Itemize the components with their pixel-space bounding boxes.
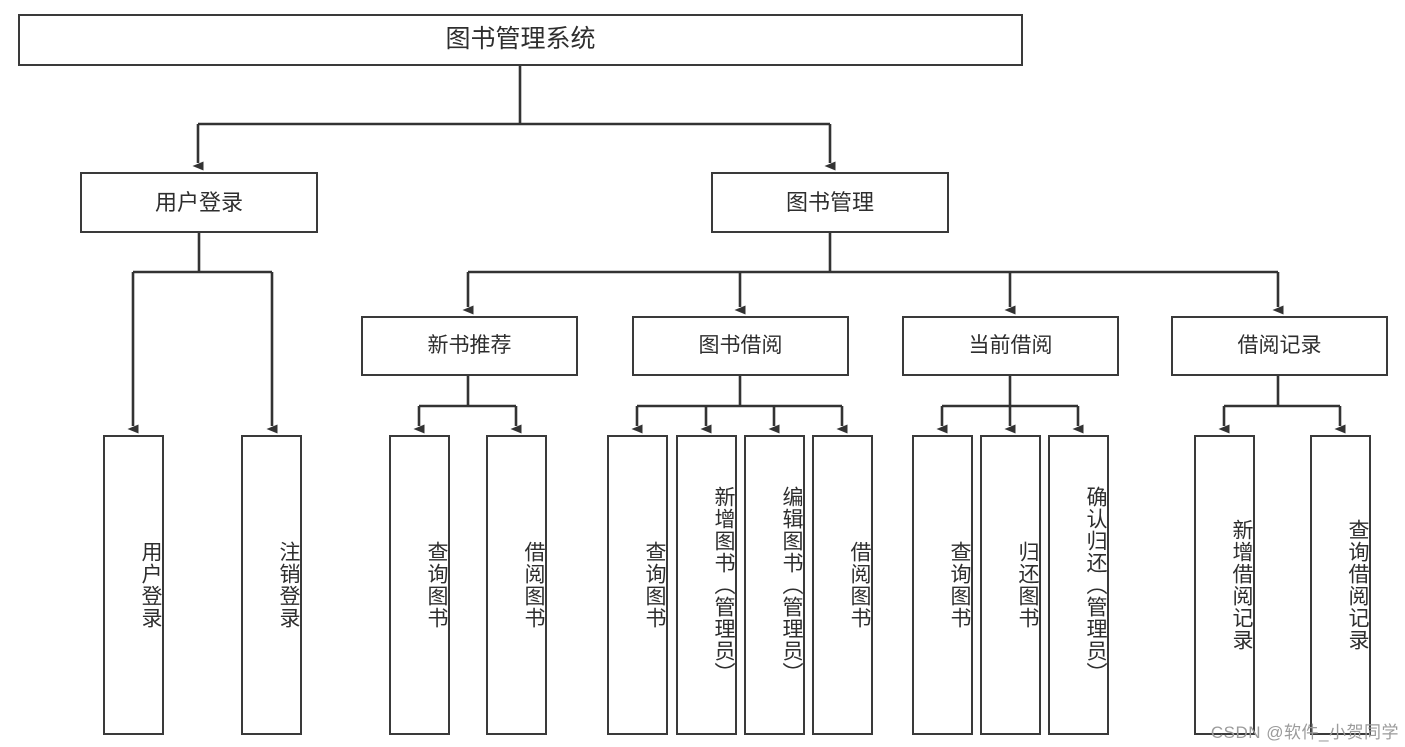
- node-leaf-query-book-3-label: 查询图书: [948, 541, 971, 629]
- node-book-management-label: 图书管理: [785, 189, 874, 215]
- node-leaf-edit-book-admin[interactable]: 编辑图书（管理员）: [744, 435, 805, 735]
- node-leaf-add-book-admin-label: 新增图书（管理员）: [712, 486, 735, 684]
- node-user-login[interactable]: 用户登录: [80, 172, 318, 233]
- node-leaf-query-borrow-record-label: 查询借阅记录: [1346, 519, 1369, 651]
- node-root-label: 图书管理系统: [445, 25, 596, 54]
- node-leaf-query-book-3[interactable]: 查询图书: [912, 435, 973, 735]
- node-book-borrow[interactable]: 图书借阅: [632, 316, 849, 376]
- node-new-book-recommend-label: 新书推荐: [427, 333, 512, 357]
- node-user-login-label: 用户登录: [154, 189, 243, 215]
- node-current-borrow[interactable]: 当前借阅: [902, 316, 1119, 376]
- node-leaf-query-book-2[interactable]: 查询图书: [607, 435, 668, 735]
- node-book-management[interactable]: 图书管理: [711, 172, 949, 233]
- node-leaf-return-book[interactable]: 归还图书: [980, 435, 1041, 735]
- node-leaf-edit-book-admin-label: 编辑图书（管理员）: [780, 486, 803, 684]
- node-leaf-confirm-return-admin[interactable]: 确认归还（管理员）: [1048, 435, 1109, 735]
- node-new-book-recommend[interactable]: 新书推荐: [361, 316, 578, 376]
- node-leaf-query-borrow-record[interactable]: 查询借阅记录: [1310, 435, 1371, 735]
- node-leaf-user-login[interactable]: 用户登录: [103, 435, 164, 735]
- node-borrow-record-label: 借阅记录: [1237, 333, 1322, 357]
- node-leaf-borrow-book-1-label: 借阅图书: [522, 541, 545, 629]
- node-leaf-confirm-return-admin-label: 确认归还（管理员）: [1084, 486, 1107, 684]
- node-leaf-borrow-book-1[interactable]: 借阅图书: [486, 435, 547, 735]
- node-leaf-logout-login-label: 注销登录: [277, 541, 300, 629]
- node-leaf-query-book-1-label: 查询图书: [425, 541, 448, 629]
- node-leaf-borrow-book-2-label: 借阅图书: [848, 541, 871, 629]
- node-leaf-borrow-book-2[interactable]: 借阅图书: [812, 435, 873, 735]
- node-leaf-logout-login[interactable]: 注销登录: [241, 435, 302, 735]
- node-leaf-add-borrow-record[interactable]: 新增借阅记录: [1194, 435, 1255, 735]
- node-leaf-query-book-1[interactable]: 查询图书: [389, 435, 450, 735]
- node-leaf-add-borrow-record-label: 新增借阅记录: [1230, 519, 1253, 651]
- node-leaf-add-book-admin[interactable]: 新增图书（管理员）: [676, 435, 737, 735]
- node-leaf-user-login-label: 用户登录: [139, 541, 162, 629]
- node-current-borrow-label: 当前借阅: [968, 333, 1053, 357]
- node-leaf-query-book-2-label: 查询图书: [643, 541, 666, 629]
- node-root[interactable]: 图书管理系统: [18, 14, 1023, 66]
- node-leaf-return-book-label: 归还图书: [1016, 541, 1039, 629]
- node-book-borrow-label: 图书借阅: [698, 333, 783, 357]
- watermark-text: CSDN @软件_小贺同学: [1210, 723, 1399, 742]
- node-borrow-record[interactable]: 借阅记录: [1171, 316, 1388, 376]
